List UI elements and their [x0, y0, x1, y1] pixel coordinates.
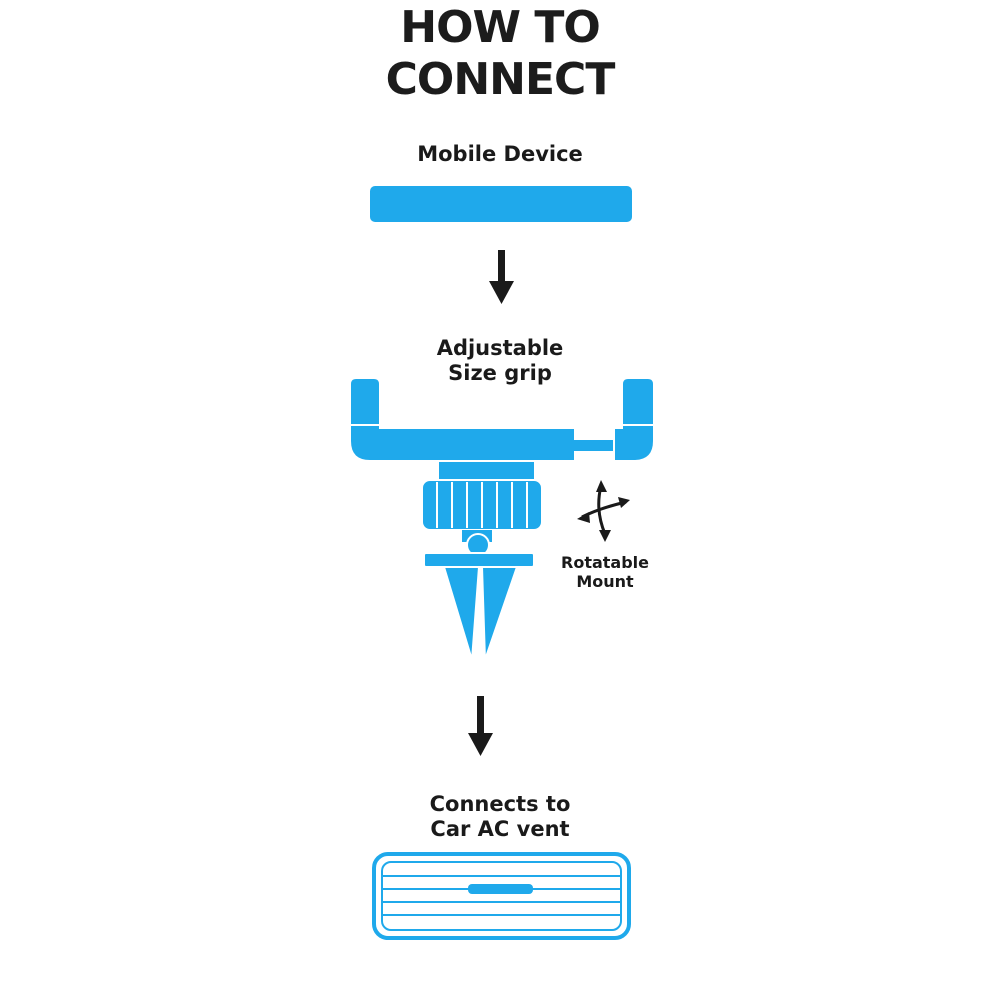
arrow-down-icon — [468, 696, 493, 756]
mobile-device-shape — [370, 186, 632, 222]
grip-label: Adjustable Size grip — [436, 336, 564, 385]
grip-holder-shape — [349, 377, 655, 557]
arrow-down-icon — [489, 250, 514, 304]
vent-clip-shape — [423, 552, 535, 661]
vent-label: Connects to Car AC vent — [429, 792, 571, 841]
page-title: HOW TO CONNECT — [385, 2, 616, 105]
mobile-device-label: Mobile Device — [417, 142, 583, 166]
rotate-arrows-icon — [577, 480, 630, 542]
rotatable-mount-label: Rotatable Mount — [561, 553, 649, 591]
car-ac-vent-shape — [372, 852, 631, 940]
